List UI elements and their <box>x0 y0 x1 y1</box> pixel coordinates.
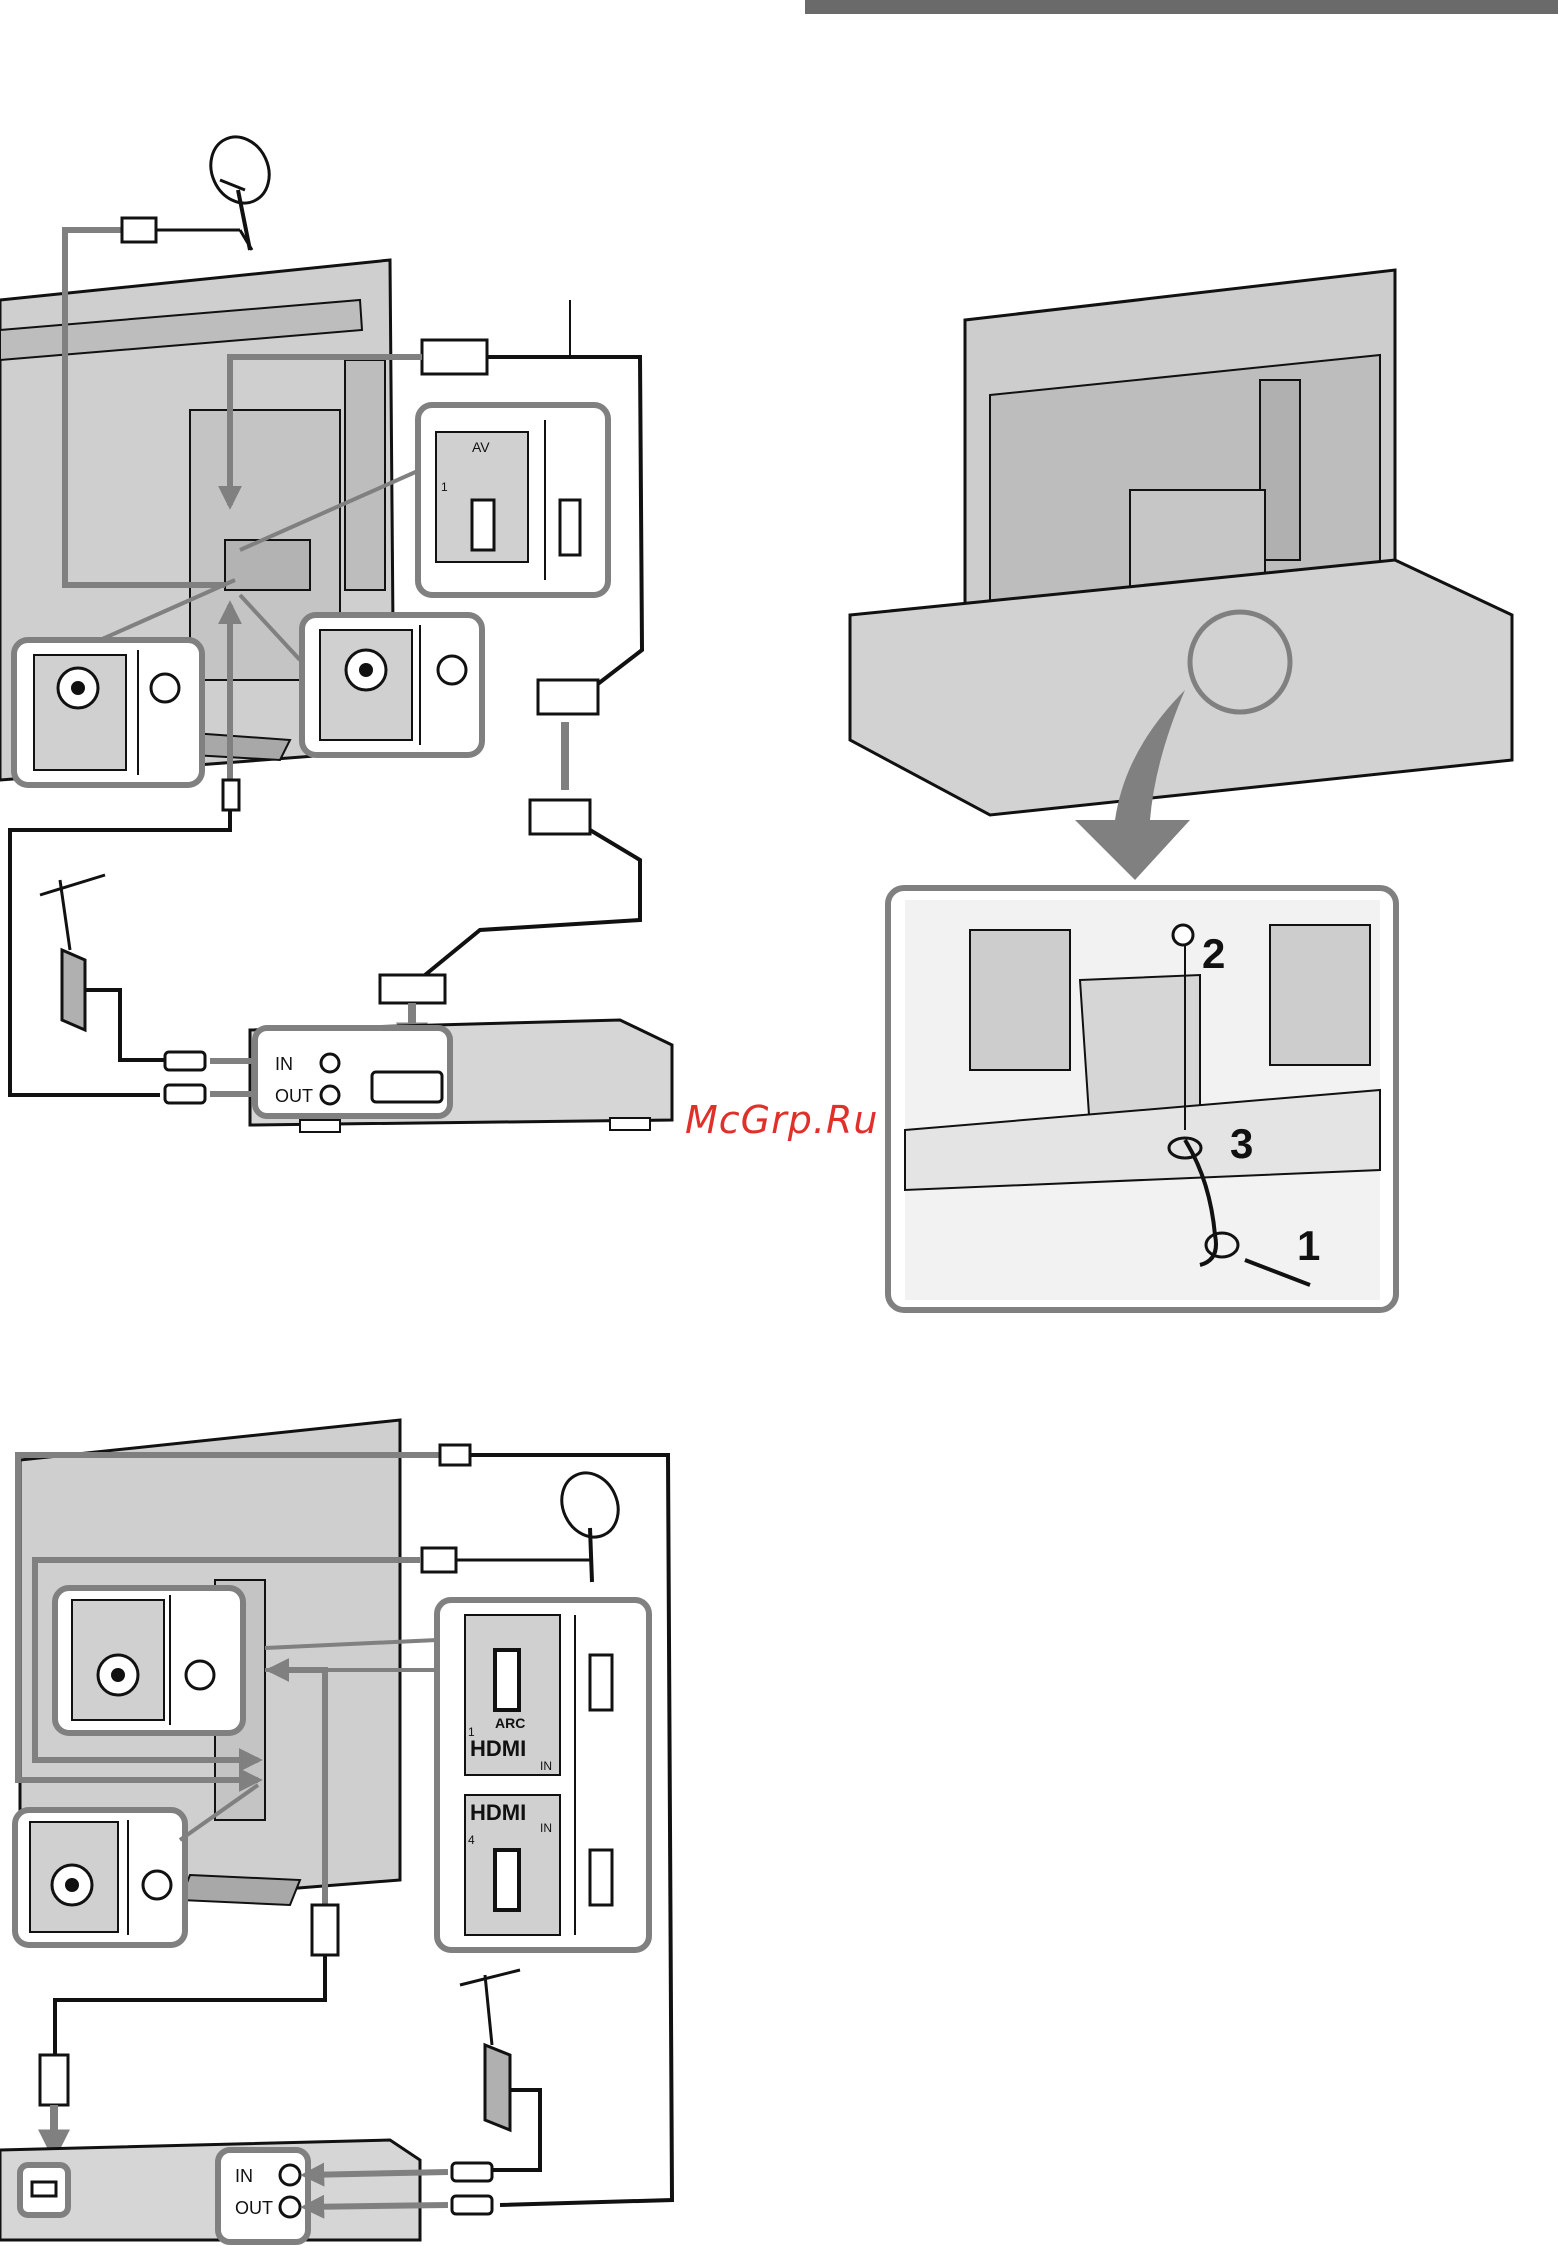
recorder-in-label: IN <box>275 1054 293 1074</box>
watermark: McGrp.Ru <box>685 1098 878 1142</box>
scart-connector-icon <box>422 340 487 374</box>
av-number: 1 <box>441 480 448 494</box>
step-1-label: 1 <box>1297 1222 1320 1269</box>
hdmi-in-label-4: IN <box>540 1821 552 1835</box>
tv-cabinet <box>850 560 1512 815</box>
coax-connector-icon <box>122 218 156 242</box>
satellite-dish-icon <box>552 1464 629 1582</box>
bottom-left-diagram: ARC 1 HDMI IN HDMI IN 4 IN OUT <box>0 1420 672 2242</box>
arc-label: ARC <box>495 1715 525 1731</box>
recorder-in-label: IN <box>235 2166 253 2186</box>
step-2-label: 2 <box>1202 930 1225 977</box>
scart-connector-icon <box>538 680 598 714</box>
coax-connector-icon <box>422 1548 456 1572</box>
hdmi-label-4: HDMI <box>470 1800 526 1825</box>
hdmi-in-label-1: IN <box>540 1759 552 1773</box>
recorder-port-callout <box>218 2150 308 2242</box>
recorder-out-label: OUT <box>275 1086 313 1106</box>
tv-stand-diagram: 1 2 3 <box>850 270 1512 1310</box>
port4-number: 4 <box>468 1833 475 1847</box>
header-rule <box>805 0 1558 14</box>
recorder-out-label: OUT <box>235 2198 273 2218</box>
top-left-diagram: AV 1 <box>0 127 672 1132</box>
av-label: AV <box>472 439 490 455</box>
hdmi-connector-icon <box>40 2055 68 2105</box>
antenna-icon <box>455 1970 540 2170</box>
coax-connector-icon <box>440 1445 470 1465</box>
scart-connector-icon <box>380 975 445 1003</box>
hdmi-connector-icon <box>312 1905 338 1955</box>
step-3-label: 3 <box>1230 1120 1253 1167</box>
antenna-icon <box>40 875 165 1060</box>
hdmi-label-1: HDMI <box>470 1736 526 1761</box>
scart-connector-icon <box>530 800 590 834</box>
